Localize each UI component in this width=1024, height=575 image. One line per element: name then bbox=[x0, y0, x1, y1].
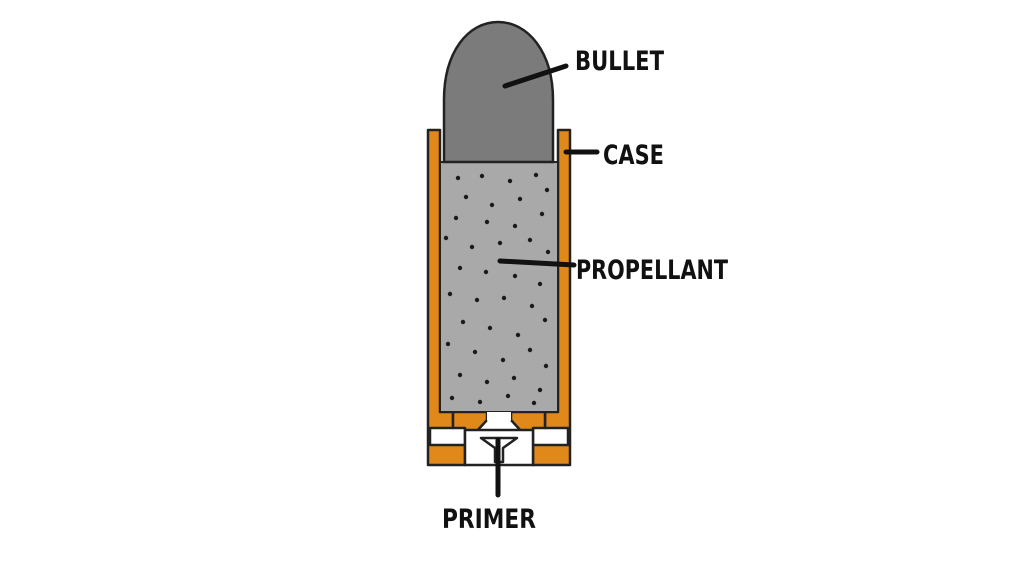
propellant-grain bbox=[460, 319, 466, 325]
bullet-leader-line bbox=[502, 63, 569, 89]
case-label: CASE bbox=[603, 140, 664, 171]
propellant-grain bbox=[445, 341, 451, 347]
propellant-grain bbox=[507, 178, 513, 184]
propellant-grain bbox=[487, 325, 493, 331]
propellant-chamber bbox=[439, 161, 559, 413]
propellant-grain bbox=[542, 317, 548, 323]
bullet bbox=[442, 20, 555, 164]
propellant-grain bbox=[527, 347, 533, 353]
propellant-grain bbox=[479, 173, 485, 179]
propellant-grain bbox=[517, 196, 523, 202]
propellant-grain bbox=[543, 363, 549, 369]
propellant-grain bbox=[531, 400, 537, 406]
propellant-grain bbox=[533, 172, 539, 178]
propellant-grain bbox=[497, 240, 503, 246]
propellant-grain bbox=[512, 223, 518, 229]
propellant-grain bbox=[443, 235, 449, 241]
propellant-grains bbox=[443, 172, 551, 406]
propellant-grain bbox=[544, 187, 550, 193]
propellant-grain bbox=[474, 297, 480, 303]
propellant-grain bbox=[457, 265, 463, 271]
flash-hole bbox=[487, 412, 511, 432]
propellant-grain bbox=[484, 379, 490, 385]
bullet-label: BULLET bbox=[575, 46, 664, 77]
propellant-grain bbox=[511, 375, 517, 381]
cartridge-case bbox=[426, 128, 572, 467]
propellant-grain bbox=[484, 219, 490, 225]
propellant-grain bbox=[537, 387, 543, 393]
propellant-grain bbox=[489, 202, 495, 208]
propellant-grain bbox=[472, 349, 478, 355]
propellant-grain bbox=[527, 237, 533, 243]
propellant-grain bbox=[515, 332, 521, 338]
propellant-grain bbox=[463, 194, 469, 200]
propellant-grain bbox=[469, 244, 475, 250]
propellant-grain bbox=[455, 175, 461, 181]
propellant-grain bbox=[457, 372, 463, 378]
propellant-leader-line bbox=[497, 258, 577, 268]
propellant-grain bbox=[529, 303, 535, 309]
propellant-label: PROPELLANT bbox=[576, 255, 728, 286]
propellant-grain bbox=[545, 249, 551, 255]
propellant-grain bbox=[453, 215, 459, 221]
propellant-grain bbox=[505, 393, 511, 399]
propellant-grain bbox=[539, 211, 545, 217]
propellant-grain bbox=[537, 281, 543, 287]
propellant-grain bbox=[501, 295, 507, 301]
propellant-grain bbox=[512, 273, 518, 279]
primer-label: PRIMER bbox=[442, 504, 536, 535]
propellant-grain bbox=[483, 269, 489, 275]
propellant-grain bbox=[447, 291, 453, 297]
propellant-grain bbox=[477, 399, 483, 405]
leader-lines bbox=[495, 63, 600, 498]
propellant-grain bbox=[449, 395, 455, 401]
propellant-grain bbox=[500, 357, 506, 363]
